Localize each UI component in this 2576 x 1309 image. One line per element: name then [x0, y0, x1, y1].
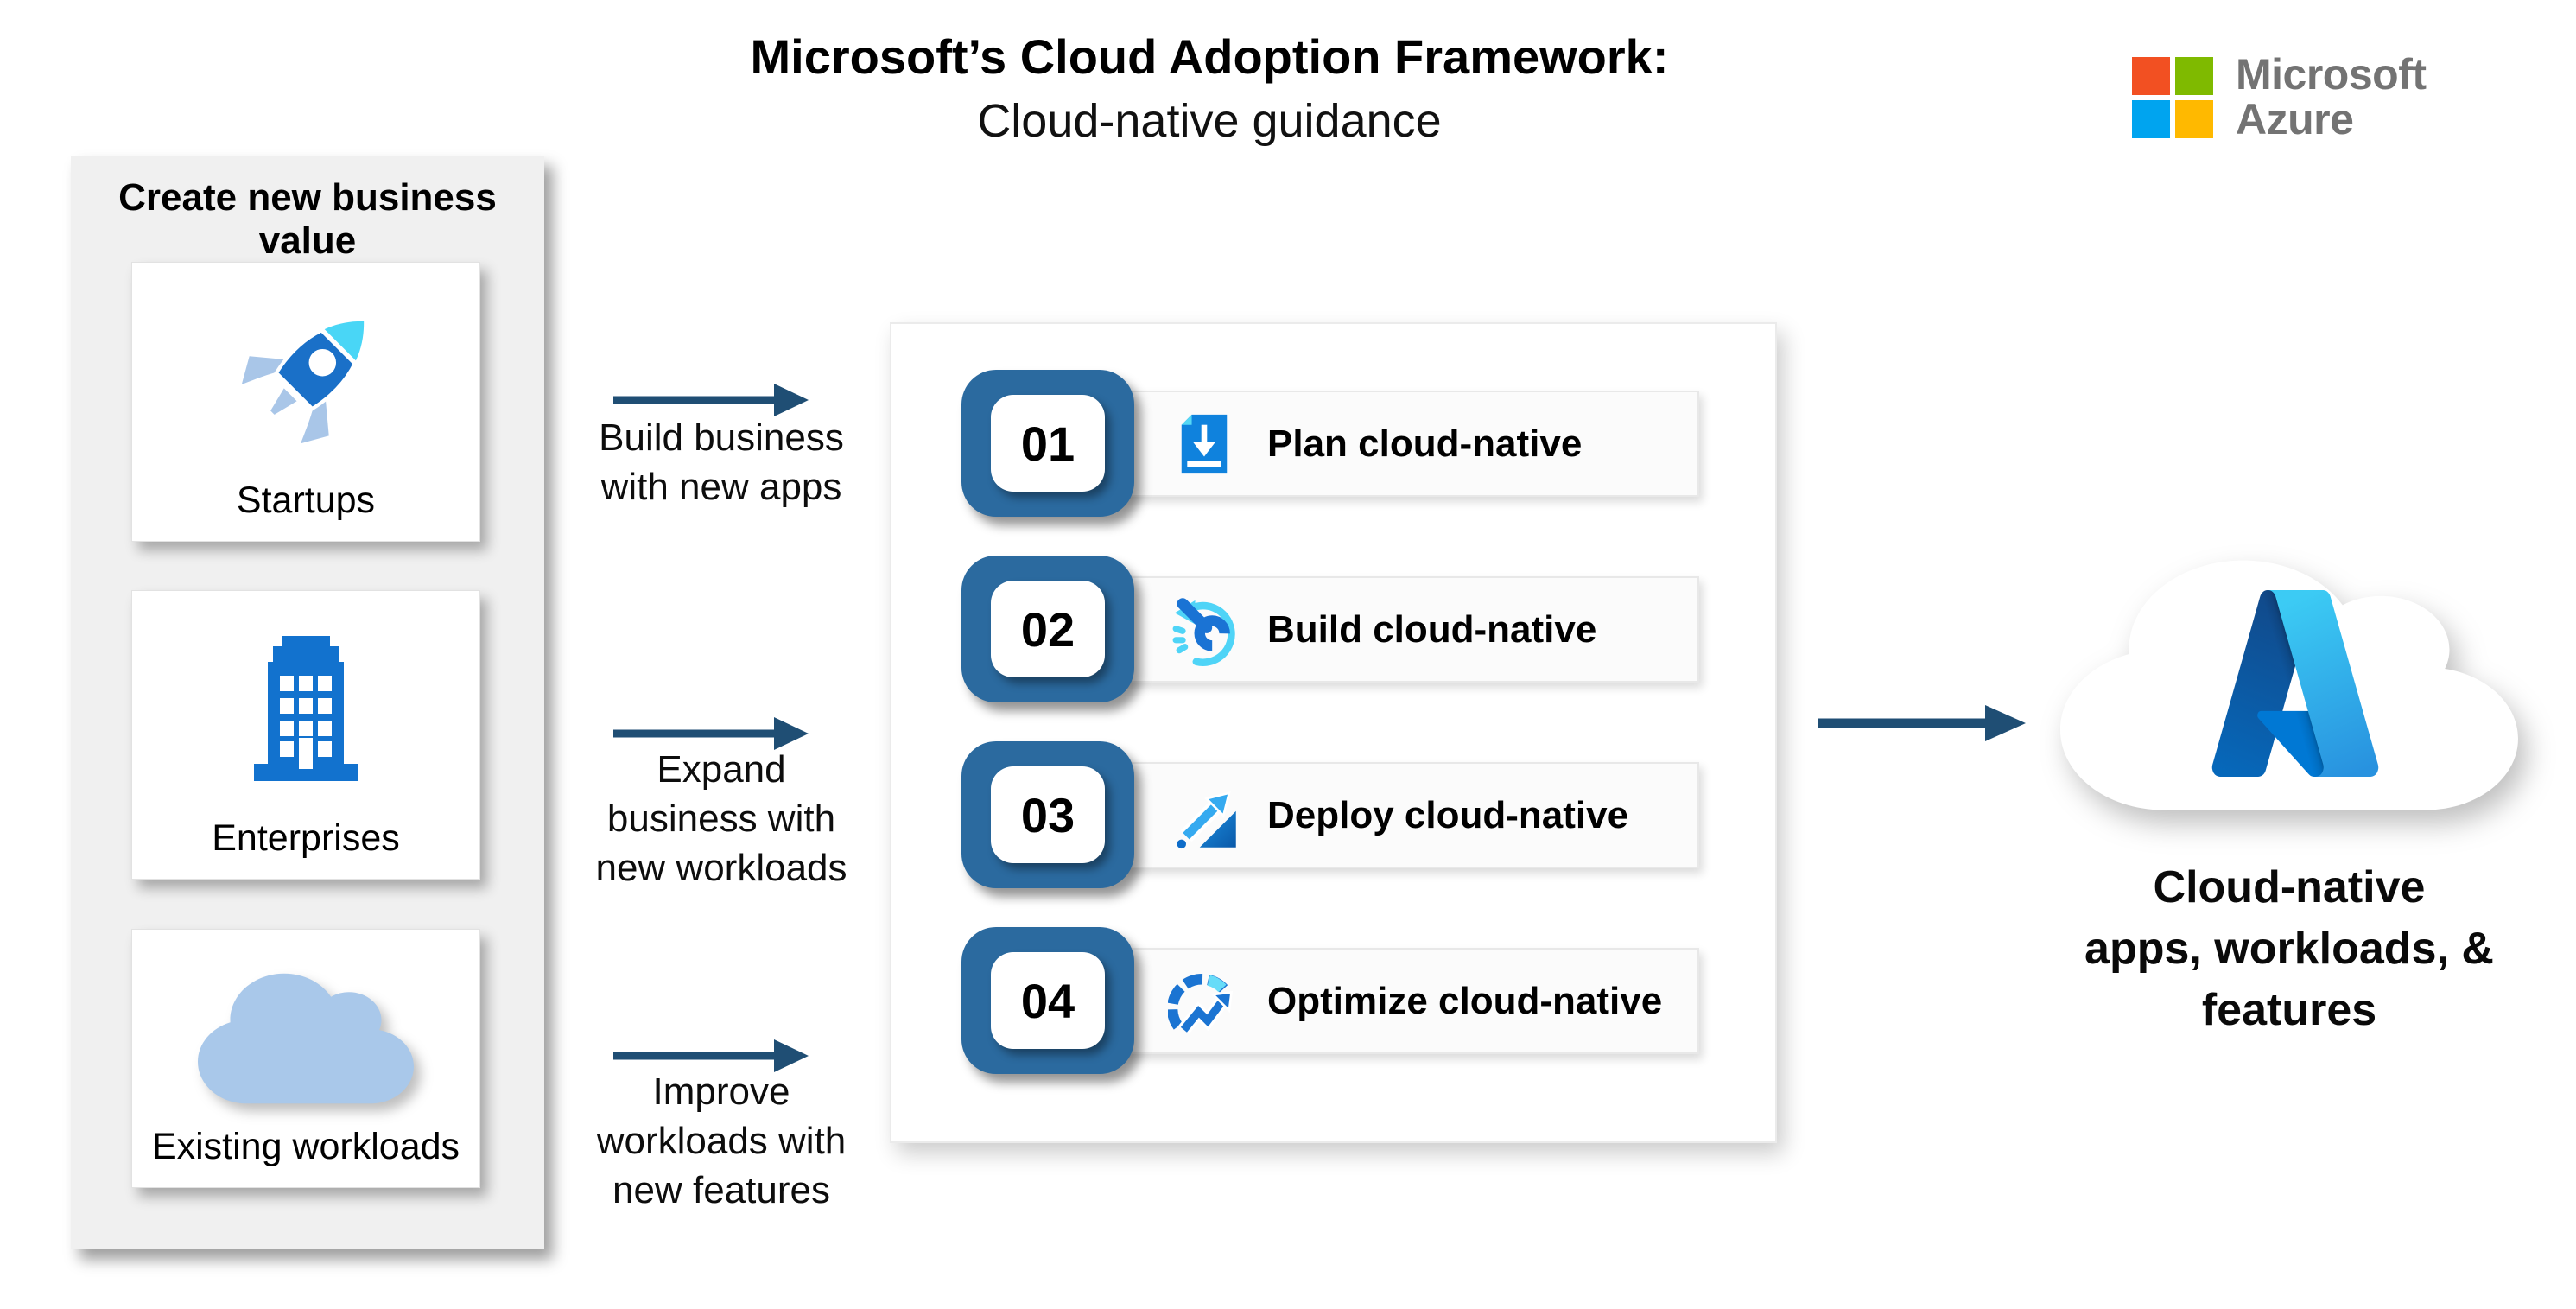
step-label: Deploy cloud-native: [1267, 793, 1629, 836]
step-number: 01: [991, 395, 1105, 492]
flow-label-line: with new apps: [600, 466, 842, 508]
azure-logo-icon: [2211, 590, 2379, 777]
step-row-build: Build cloud-native: [1080, 576, 1699, 683]
flow-label-line: Improve: [652, 1071, 790, 1113]
title-line1: Microsoft’s Cloud Adoption Framework:: [750, 29, 1669, 84]
flow-label-line: new features: [612, 1169, 830, 1211]
cloud-icon: [198, 973, 414, 1104]
microsoft-azure-logo: Microsoft Azure: [2132, 52, 2427, 142]
card-startups: Startups: [131, 262, 480, 542]
panel-header: Create new business value: [118, 176, 497, 262]
create-value-panel: Create new business value Startups: [71, 156, 544, 1249]
title-line2: Cloud-native guidance: [977, 95, 1442, 147]
card-enterprises: Enterprises: [131, 590, 480, 880]
ms-square-green: [2175, 57, 2213, 95]
brand-wordmark: Microsoft Azure: [2236, 52, 2427, 142]
deploy-launch-icon: [1177, 791, 1236, 849]
building-icon: [254, 636, 358, 781]
step-row-plan: Plan cloud-native: [1080, 391, 1699, 497]
card-label-existing-workloads: Existing workloads: [151, 1126, 460, 1167]
flow-label-line: new workloads: [595, 847, 847, 889]
brand-azure: Azure: [2236, 95, 2354, 143]
flow-label-build-business: Build business with new apps: [536, 413, 907, 512]
ms-square-blue: [2132, 100, 2170, 138]
result-arrow-icon: [1818, 705, 2026, 741]
ms-square-yellow: [2175, 100, 2213, 138]
result-label-line: apps, workloads, &: [2084, 924, 2494, 974]
flow-arrow-3-icon: [613, 1039, 809, 1072]
optimize-gauge-icon: [1168, 974, 1234, 1034]
ms-square-red: [2132, 57, 2170, 95]
card-existing-workloads: Existing workloads: [131, 929, 480, 1188]
card-label-enterprises: Enterprises: [212, 817, 400, 859]
step-badge-04: 04: [961, 927, 1134, 1074]
step-number: 03: [991, 766, 1105, 863]
card-label-startups: Startups: [236, 480, 376, 521]
flow-label-line: Expand: [657, 748, 786, 791]
step-number: 04: [991, 952, 1105, 1049]
step-badge-01: 01: [961, 370, 1134, 517]
microsoft-logo-icon: [2132, 57, 2213, 138]
flow-arrow-2-icon: [613, 717, 809, 750]
flow-arrow-1-icon: [613, 384, 809, 416]
step-badge-02: 02: [961, 556, 1134, 702]
step-row-optimize: Optimize cloud-native: [1080, 948, 1699, 1054]
result-label: Cloud-native apps, workloads, & features: [2021, 857, 2557, 1041]
flow-label-improve-workloads: Improve workloads with new features: [536, 1067, 907, 1215]
build-wrench-icon: [1172, 598, 1235, 666]
plan-download-icon: [1181, 414, 1228, 474]
step-label: Optimize cloud-native: [1267, 979, 1663, 1022]
page-title: Microsoft’s Cloud Adoption Framework: Cl…: [605, 24, 1814, 152]
step-number: 02: [991, 581, 1105, 677]
brand-microsoft: Microsoft: [2236, 50, 2427, 98]
flow-label-line: workloads with: [596, 1120, 847, 1162]
flow-label-expand-business: Expand business with new workloads: [536, 745, 907, 893]
step-badge-03: 03: [961, 741, 1134, 888]
step-label: Plan cloud-native: [1267, 422, 1583, 465]
result-label-line: features: [2201, 985, 2377, 1035]
rocket-icon: [241, 316, 369, 444]
result-label-line: Cloud-native: [2153, 862, 2426, 912]
flow-label-line: Build business: [599, 416, 844, 459]
flow-label-line: business with: [606, 797, 836, 840]
step-label: Build cloud-native: [1267, 607, 1597, 651]
step-row-deploy: Deploy cloud-native: [1080, 762, 1699, 868]
